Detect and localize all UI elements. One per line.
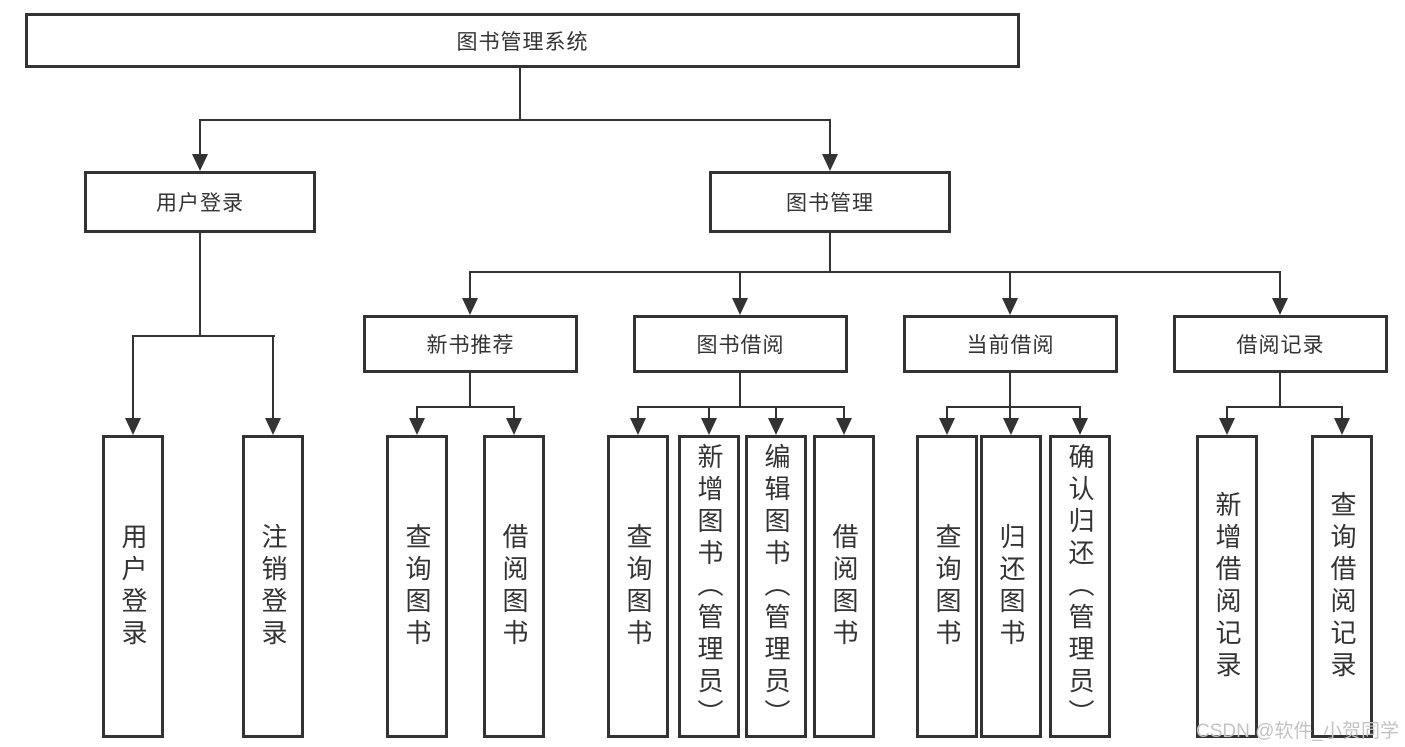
connector-line bbox=[469, 373, 471, 407]
leaf-label: 编辑图书（管理员） bbox=[761, 442, 791, 731]
arrow-down-icon bbox=[1219, 418, 1235, 435]
leaf-label: 注销登录 bbox=[258, 522, 288, 651]
arrow-down-icon bbox=[125, 418, 141, 435]
arrow-down-icon bbox=[1002, 298, 1018, 315]
connector-line bbox=[1341, 406, 1343, 419]
arrow-down-icon bbox=[1003, 418, 1019, 435]
connector-line bbox=[946, 406, 1081, 408]
connector-line bbox=[946, 406, 948, 419]
arrow-down-icon bbox=[192, 154, 208, 171]
connector-line bbox=[843, 406, 845, 419]
connector-line bbox=[469, 271, 471, 299]
connector-line bbox=[199, 119, 201, 156]
connector-line bbox=[637, 406, 639, 419]
connector-line bbox=[829, 233, 831, 273]
leaf-user-login: 用户登录 bbox=[102, 435, 164, 738]
leaf-confirm-return-admin: 确认归还（管理员） bbox=[1049, 435, 1111, 738]
leaf-borrow-books-1: 借阅图书 bbox=[483, 435, 545, 738]
leaf-label: 借阅图书 bbox=[829, 522, 859, 651]
node-label: 用户登录 bbox=[156, 192, 244, 215]
connector-line bbox=[637, 406, 845, 408]
connector-line bbox=[132, 335, 134, 419]
node-label: 图书管理 bbox=[786, 192, 874, 215]
leaf-return-books: 归还图书 bbox=[980, 435, 1042, 738]
arrow-down-icon bbox=[1272, 298, 1288, 315]
leaf-borrow-books-2: 借阅图书 bbox=[813, 435, 875, 738]
connector-line bbox=[416, 406, 515, 408]
connector-line bbox=[1079, 406, 1081, 419]
connector-line bbox=[416, 406, 418, 419]
connector-line bbox=[739, 373, 741, 407]
node-library-system: 图书管理系统 bbox=[25, 13, 1020, 68]
leaf-label: 借阅图书 bbox=[499, 522, 529, 651]
node-label: 图书借阅 bbox=[696, 334, 785, 357]
leaf-logout: 注销登录 bbox=[242, 435, 304, 738]
node-borrow-records: 借阅记录 bbox=[1173, 315, 1388, 373]
node-label: 新书推荐 bbox=[426, 334, 515, 357]
node-label: 当前借阅 bbox=[966, 334, 1055, 357]
arrow-down-icon bbox=[462, 298, 478, 315]
node-user-login: 用户登录 bbox=[84, 171, 316, 233]
connector-line bbox=[199, 233, 201, 337]
node-book-management: 图书管理 bbox=[709, 171, 951, 233]
arrow-down-icon bbox=[265, 418, 281, 435]
arrow-down-icon bbox=[701, 418, 717, 435]
connector-line bbox=[1279, 373, 1281, 407]
connector-line bbox=[708, 406, 710, 419]
connector-line bbox=[739, 271, 741, 299]
connector-line bbox=[469, 271, 1281, 273]
connector-line bbox=[1009, 373, 1011, 419]
leaf-label: 查询图书 bbox=[402, 522, 432, 651]
arrow-down-icon bbox=[409, 418, 425, 435]
connector-line bbox=[1279, 271, 1281, 299]
connector-line bbox=[132, 335, 275, 337]
connector-line bbox=[199, 119, 831, 121]
connector-line bbox=[829, 119, 831, 156]
leaf-add-borrow-record: 新增借阅记录 bbox=[1196, 435, 1258, 738]
leaf-query-books-2: 查询图书 bbox=[607, 435, 669, 738]
connector-line bbox=[519, 68, 521, 121]
arrow-down-icon bbox=[630, 418, 646, 435]
leaf-label: 新增借阅记录 bbox=[1212, 490, 1242, 683]
node-new-book-recommend: 新书推荐 bbox=[363, 315, 578, 373]
leaf-label: 归还图书 bbox=[996, 522, 1026, 651]
arrow-down-icon bbox=[822, 154, 838, 171]
arrow-down-icon bbox=[1334, 418, 1350, 435]
connector-line bbox=[513, 406, 515, 419]
arrow-down-icon bbox=[506, 418, 522, 435]
leaf-label: 用户登录 bbox=[118, 522, 148, 651]
leaf-label: 新增图书（管理员） bbox=[694, 442, 724, 731]
leaf-query-books-1: 查询图书 bbox=[386, 435, 448, 738]
arrow-down-icon bbox=[768, 418, 784, 435]
node-current-borrow: 当前借阅 bbox=[903, 315, 1118, 373]
arrow-down-icon bbox=[939, 418, 955, 435]
connector-line bbox=[272, 335, 274, 419]
leaf-query-borrow-record: 查询借阅记录 bbox=[1311, 435, 1373, 738]
connector-line bbox=[1009, 271, 1011, 299]
node-label: 借阅记录 bbox=[1236, 334, 1325, 357]
watermark: CSDN @软件_小贺同学 bbox=[1196, 721, 1399, 742]
connector-line bbox=[1226, 406, 1343, 408]
leaf-label: 查询图书 bbox=[623, 522, 653, 651]
leaf-query-books-3: 查询图书 bbox=[916, 435, 978, 738]
connector-line bbox=[1226, 406, 1228, 419]
leaf-label: 查询借阅记录 bbox=[1327, 490, 1357, 683]
arrow-down-icon bbox=[1072, 418, 1088, 435]
leaf-edit-books-admin: 编辑图书（管理员） bbox=[745, 435, 807, 738]
arrow-down-icon bbox=[836, 418, 852, 435]
leaf-label: 查询图书 bbox=[932, 522, 962, 651]
arrow-down-icon bbox=[732, 298, 748, 315]
node-book-borrow: 图书借阅 bbox=[633, 315, 848, 373]
leaf-label: 确认归还（管理员） bbox=[1065, 442, 1095, 731]
leaf-add-books-admin: 新增图书（管理员） bbox=[678, 435, 740, 738]
node-label: 图书管理系统 bbox=[456, 30, 589, 54]
connector-line bbox=[775, 406, 777, 419]
